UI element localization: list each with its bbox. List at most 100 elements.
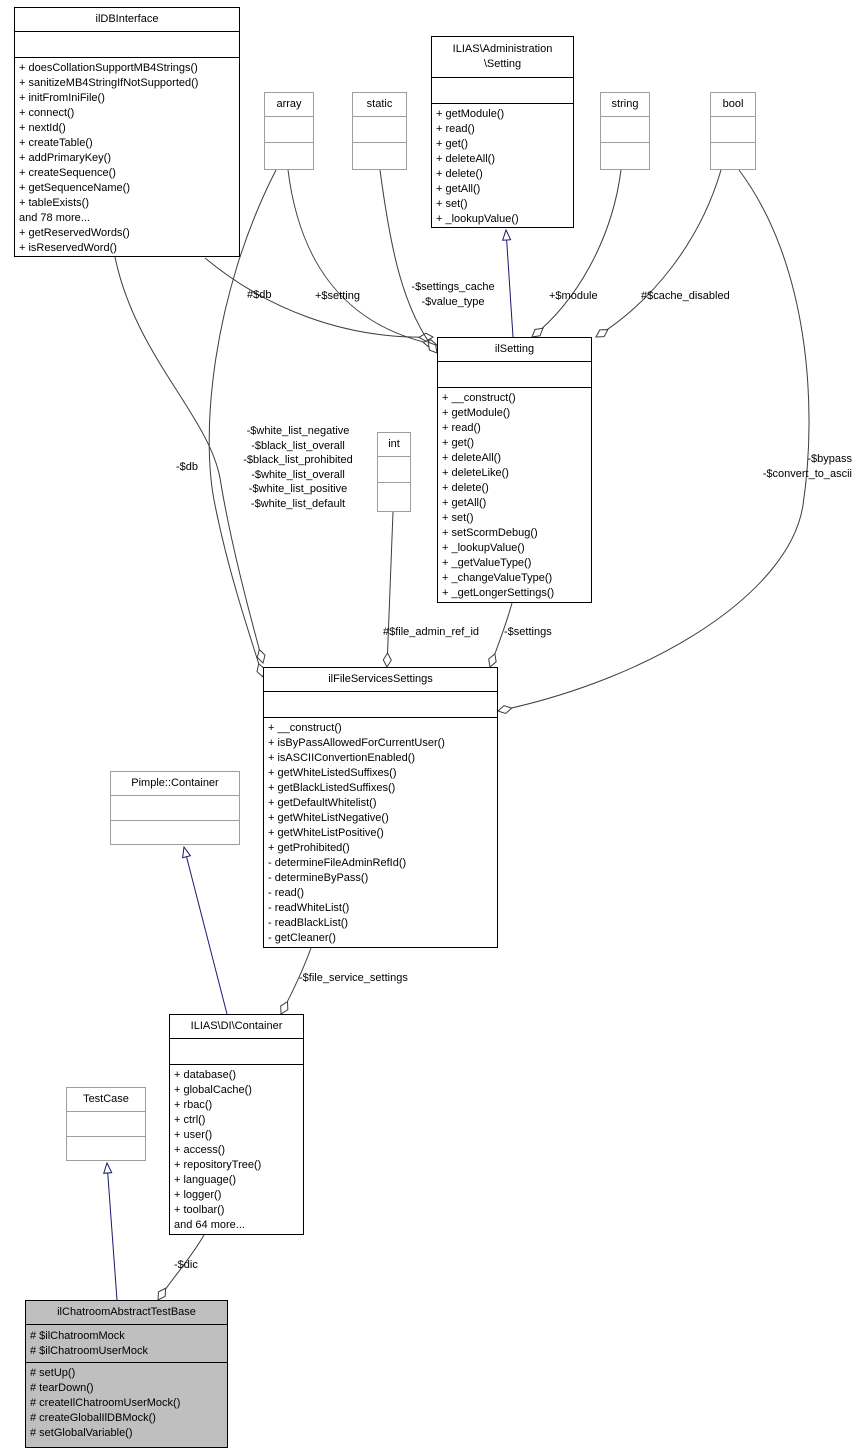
member-line: + getDefaultWhitelist() xyxy=(268,797,377,809)
member-line: # createIlChatroomUserMock() xyxy=(30,1397,181,1409)
member-line: + getModule() xyxy=(436,108,505,120)
member-line: + sanitizeMB4StringIfNotSupported() xyxy=(19,77,199,89)
class-box-ilias-di-container[interactable]: ILIAS\DI\Container + database()+ globalC… xyxy=(169,1014,304,1235)
class-title: Pimple::Container xyxy=(111,772,239,796)
methods-compartment: + database()+ globalCache()+ rbac()+ ctr… xyxy=(170,1065,303,1235)
member-line: + _lookupValue() xyxy=(442,542,525,554)
member-line: -$settings_cache xyxy=(411,281,495,293)
member-line: + read() xyxy=(436,123,475,135)
member-line: + logger() xyxy=(174,1189,222,1201)
attributes-compartment-empty xyxy=(170,1039,303,1065)
class-title: TestCase xyxy=(67,1088,145,1112)
member-line: + doesCollationSupportMB4Strings() xyxy=(19,62,198,74)
member-line: and 78 more... xyxy=(19,212,90,224)
edge-label-settings: -$settings xyxy=(504,626,552,638)
member-line: - getCleaner() xyxy=(268,932,336,944)
methods-compartment: + doesCollationSupportMB4Strings() + sani… xyxy=(15,58,239,258)
member-line: -$white_list_positive xyxy=(248,483,348,495)
methods-compartment: # setUp() # tearDown() # createIlChatroomU… xyxy=(26,1363,227,1443)
type-box-bool: bool xyxy=(710,92,756,170)
edge-label-file-admin-ref-id: #$file_admin_ref_id xyxy=(383,626,480,638)
class-title: ilSetting xyxy=(438,338,591,362)
class-title: static xyxy=(353,93,406,117)
class-box-ilchatroomabstracttestbase[interactable]: ilChatroomAbstractTestBase # $ilChatroom… xyxy=(25,1300,228,1448)
edge-label-bypass-convert: -$bypass-$convert_to_ascii xyxy=(720,452,852,481)
member-line: and 64 more... xyxy=(174,1219,245,1231)
member-line: + tableExists() xyxy=(19,197,89,209)
edge-fss-bypass-bool xyxy=(497,169,810,715)
edge-label-setting: +$setting xyxy=(315,290,360,302)
attributes-compartment-empty xyxy=(264,692,497,718)
member-line: + __construct() xyxy=(268,722,342,734)
class-box-ilias-administration-setting[interactable]: ILIAS\Administration\Setting + getModule… xyxy=(431,36,574,228)
attributes-compartment-empty xyxy=(111,796,239,821)
type-box-string: string xyxy=(600,92,650,170)
member-line: # $ilChatroomMock xyxy=(30,1330,125,1342)
edge-ilsetting-setting-array xyxy=(287,169,438,349)
member-line: + deleteAll() xyxy=(436,153,496,165)
class-title: ilChatroomAbstractTestBase xyxy=(26,1301,227,1325)
edge-inherit-ilsetting-adminsetting xyxy=(506,230,514,338)
edge-ilsetting-db xyxy=(204,257,435,342)
member-line: + delete() xyxy=(442,482,489,494)
member-line: + isReservedWord() xyxy=(19,242,117,254)
member-line: + access() xyxy=(174,1144,226,1156)
member-line: + initFromIniFile() xyxy=(19,92,105,104)
class-box-pimple-container[interactable]: Pimple::Container xyxy=(110,771,240,845)
class-title: array xyxy=(265,93,313,117)
member-line: + deleteAll() xyxy=(442,452,502,464)
member-line: + set() xyxy=(442,512,474,524)
member-line: + getAll() xyxy=(442,497,487,509)
edge-chatroom-dic xyxy=(157,1234,205,1301)
class-box-ilfileservicessettings[interactable]: ilFileServicesSettings + __construct()+ … xyxy=(263,667,498,948)
member-line: + rbac() xyxy=(174,1099,213,1111)
member-line: + getWhiteListPositive() xyxy=(268,827,384,839)
member-line: + _lookupValue() xyxy=(436,213,519,225)
member-line: # setUp() xyxy=(30,1367,76,1379)
member-line: # createGlobalIlDBMock() xyxy=(30,1412,156,1424)
member-line: + set() xyxy=(436,198,468,210)
member-line: + _getLongerSettings() xyxy=(442,587,555,599)
member-line: ILIAS\Administration xyxy=(452,43,553,55)
class-box-testcase[interactable]: TestCase xyxy=(66,1087,146,1161)
member-line: + _changeValueType() xyxy=(442,572,553,584)
member-line: + ctrl() xyxy=(174,1114,206,1126)
member-line: + deleteLike() xyxy=(442,467,509,479)
attributes-compartment-empty xyxy=(353,117,406,143)
attributes-compartment-empty xyxy=(67,1112,145,1137)
attributes-compartment-empty xyxy=(438,362,591,388)
edge-fss-settings-ilsetting xyxy=(488,602,513,668)
class-box-ildbinterface[interactable]: ilDBInterface + doesCollationSupportMB4S… xyxy=(14,7,240,257)
member-line: + toolbar() xyxy=(174,1204,225,1216)
class-title: bool xyxy=(711,93,755,117)
member-line: + createTable() xyxy=(19,137,93,149)
member-line: # $ilChatroomUserMock xyxy=(30,1345,148,1357)
member-line: -$black_list_overall xyxy=(251,439,345,452)
member-line: -$white_list_negative xyxy=(246,425,350,437)
edge-inherit-di-pimple xyxy=(184,847,228,1015)
member-line: + addPrimaryKey() xyxy=(19,152,112,164)
member-line: + read() xyxy=(442,422,481,434)
edge-ilsetting-cache-disabled-bool xyxy=(595,169,722,338)
methods-compartment: + __construct()+ isByPassAllowedForCurre… xyxy=(264,718,497,948)
edge-label-module: +$module xyxy=(549,290,598,302)
class-box-ilsetting[interactable]: ilSetting + __construct()+ getModule()+ … xyxy=(437,337,592,603)
type-box-array: array xyxy=(264,92,314,170)
member-line: + getBlackListedSuffixes() xyxy=(268,782,396,794)
member-line: # tearDown() xyxy=(30,1382,94,1394)
member-line: + database() xyxy=(174,1069,237,1081)
class-title: ILIAS\Administration\Setting xyxy=(432,37,573,78)
class-title: int xyxy=(378,433,410,457)
class-title: string xyxy=(601,93,649,117)
member-line: + __construct() xyxy=(442,392,516,404)
methods-compartment: + getModule()+ read()+ get()+ deleteAll(… xyxy=(432,104,573,229)
member-line: - readBlackList() xyxy=(268,917,349,929)
member-line: - readWhiteList() xyxy=(268,902,350,914)
member-line: -$white_list_overall xyxy=(251,468,345,481)
member-line: + nextId() xyxy=(19,122,66,134)
attributes-compartment-empty xyxy=(265,117,313,143)
edge-fss-db xyxy=(114,256,266,664)
member-line: + language() xyxy=(174,1174,237,1186)
inheritance-edges xyxy=(107,230,514,1301)
member-line: + getProhibited() xyxy=(268,842,350,854)
